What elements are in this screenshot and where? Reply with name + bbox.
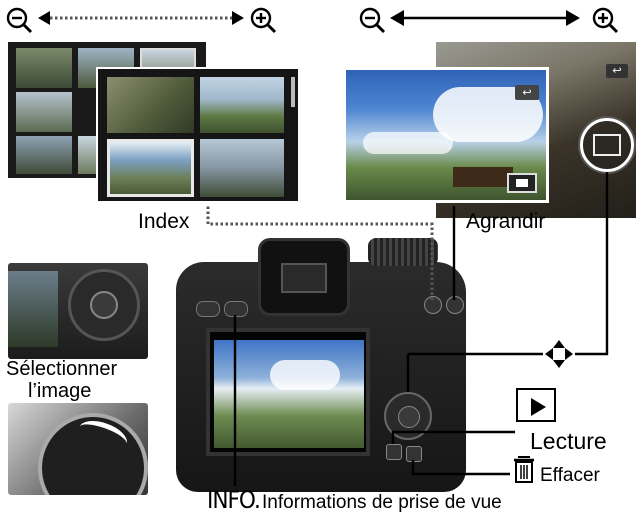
select-image-label-line2: l’image <box>28 380 92 402</box>
viewfinder <box>258 238 350 316</box>
magnified-area-indicator <box>507 173 537 193</box>
zoom-out-icon <box>359 7 386 34</box>
lecture-label: Lecture <box>530 428 607 454</box>
dial-inset-photo <box>8 403 148 495</box>
info-description-label: Informations de prise de vue <box>262 492 502 513</box>
selector-inset-photo <box>8 263 148 359</box>
index-grid-screen-front <box>96 67 300 203</box>
menu-button[interactable] <box>196 301 220 317</box>
select-image-label-line1: Sélectionner <box>6 358 118 380</box>
agrandir-label: Agrandir <box>466 210 546 233</box>
magnify-zoom-scale-solid <box>390 10 580 26</box>
zoom-in-icon <box>250 7 277 34</box>
index-zoom-scale-dotted <box>38 11 244 25</box>
zoom-out-icon <box>6 7 33 34</box>
play-icon <box>516 388 556 422</box>
index-label: Index <box>138 210 190 233</box>
return-icon: ↩ <box>515 85 539 100</box>
return-icon: ↩ <box>606 64 628 78</box>
info-key-label: INFO. <box>207 486 261 514</box>
playback-button[interactable] <box>386 444 402 460</box>
effacer-label: Effacer <box>540 465 600 486</box>
camera-lcd-screen <box>206 328 370 456</box>
zoom-in-icon <box>592 7 619 34</box>
index-button[interactable] <box>424 296 442 314</box>
magnified-screen-front: ↩ <box>343 67 549 203</box>
magnified-area-circle <box>580 118 634 172</box>
mode-dial <box>368 238 438 266</box>
